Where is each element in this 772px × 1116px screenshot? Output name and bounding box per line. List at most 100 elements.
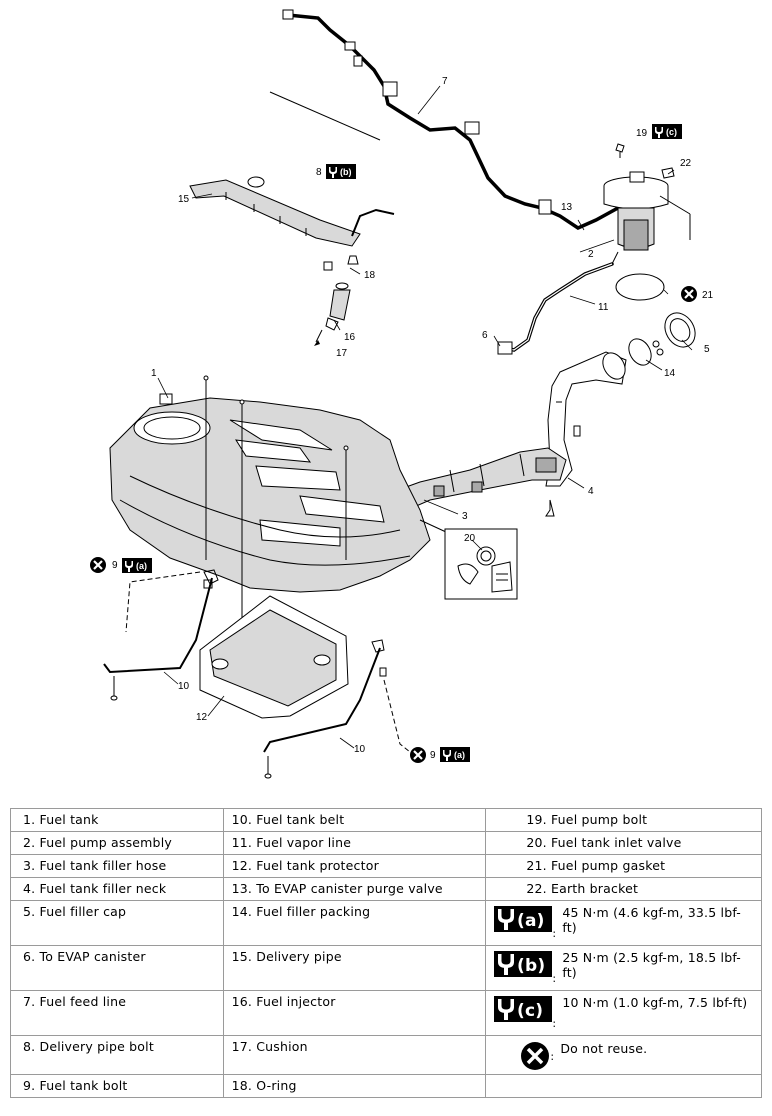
torque-value: 10 N·m (1.0 kgf-m, 7.5 lbf-ft) bbox=[562, 995, 748, 1010]
svg-text:(a): (a) bbox=[136, 561, 147, 571]
svg-text:(a): (a) bbox=[454, 750, 465, 760]
delivery-pipe bbox=[189, 176, 395, 271]
callout-9-right: 9 bbox=[430, 750, 436, 761]
legend-cell: 5. Fuel filler cap bbox=[10, 900, 224, 946]
no-reuse-symbol-21 bbox=[679, 284, 699, 304]
fuel-filler-cap bbox=[664, 312, 696, 348]
fuel-feed-line bbox=[282, 9, 642, 230]
legend-cell: 1. Fuel tank bbox=[10, 808, 224, 832]
fuel-tank-bolt-right bbox=[379, 667, 411, 753]
callout-19: 19 bbox=[636, 128, 648, 139]
torque-c-icon: (c) bbox=[494, 996, 553, 1022]
legend-cell: 8. Delivery pipe bolt bbox=[10, 1035, 224, 1075]
legend-cell: 6. To EVAP canister bbox=[10, 945, 224, 991]
torque-symbol-9-left: (a) bbox=[122, 558, 152, 573]
legend-cell: 17. Cushion bbox=[222, 1035, 487, 1075]
colon: : bbox=[550, 1050, 555, 1063]
legend-cell: 11. Fuel vapor line bbox=[222, 831, 487, 855]
callout-9-left: 9 bbox=[112, 560, 118, 571]
legend-cell: 12. Fuel tank protector bbox=[222, 854, 487, 878]
callout-12: 12 bbox=[196, 712, 208, 723]
legend-cell: 9. Fuel tank bolt bbox=[10, 1074, 224, 1098]
callout-11: 11 bbox=[598, 302, 609, 313]
callout-8: 8 bbox=[316, 167, 322, 178]
do-not-reuse-value: Do not reuse. bbox=[560, 1041, 648, 1056]
torque-b-icon: (b) bbox=[494, 951, 553, 977]
svg-text:(c): (c) bbox=[666, 127, 677, 137]
fuel-vapor-line bbox=[497, 262, 614, 355]
torque-spec: (a):45 N·m (4.6 kgf-m, 33.5 lbf-ft) bbox=[485, 900, 762, 946]
callout-3: 3 bbox=[462, 511, 468, 522]
legend-cell-empty bbox=[485, 1074, 762, 1098]
no-reuse-symbol-9-right bbox=[408, 745, 428, 765]
earth-bracket bbox=[661, 167, 675, 179]
legend-cell: 16. Fuel injector bbox=[222, 990, 487, 1036]
callout-21: 21 bbox=[702, 290, 714, 301]
legend-cell: 10. Fuel tank belt bbox=[222, 808, 487, 832]
callout-1: 1 bbox=[151, 368, 157, 379]
fuel-system-diagram: 1 2 3 4 5 6 7 8 9 9 10 10 11 12 13 14 15… bbox=[88, 9, 714, 779]
callout-10-left: 10 bbox=[178, 681, 190, 692]
legend-cell: 2. Fuel pump assembly bbox=[10, 831, 224, 855]
legend-cell: 15. Delivery pipe bbox=[222, 945, 487, 991]
callout-4: 4 bbox=[588, 486, 594, 497]
legend-cell: 14. Fuel filler packing bbox=[222, 900, 487, 946]
callout-2: 2 bbox=[588, 249, 594, 260]
fuel-tank-filler-hose bbox=[368, 447, 567, 515]
fuel-tank-bolt-left bbox=[125, 571, 213, 633]
legend-cell: 21. Fuel pump gasket bbox=[485, 854, 762, 878]
callout-5: 5 bbox=[704, 344, 710, 355]
colon: : bbox=[552, 1017, 557, 1030]
inlet-valve-inset bbox=[419, 519, 518, 600]
legend-cell: 19. Fuel pump bolt bbox=[485, 808, 762, 832]
no-reuse-symbol-9-left bbox=[88, 555, 108, 575]
fuel-filler-packing bbox=[628, 338, 664, 366]
fuel-pump-gasket bbox=[615, 273, 665, 301]
callout-18: 18 bbox=[364, 270, 376, 281]
colon: : bbox=[552, 972, 557, 985]
svg-text:(b): (b) bbox=[517, 956, 545, 976]
legend-cell: 13. To EVAP canister purge valve bbox=[222, 877, 487, 901]
torque-symbol-9-right: (a) bbox=[440, 747, 470, 762]
callout-7: 7 bbox=[442, 76, 448, 87]
legend-cell: 20. Fuel tank inlet valve bbox=[485, 831, 762, 855]
torque-spec: (b):25 N·m (2.5 kgf-m, 18.5 lbf-ft) bbox=[485, 945, 762, 991]
callout-14: 14 bbox=[664, 368, 676, 379]
legend-cell: 3. Fuel tank filler hose bbox=[10, 854, 224, 878]
do-not-reuse-spec: : Do not reuse. bbox=[485, 1035, 762, 1075]
legend-cell: 22. Earth bracket bbox=[485, 877, 762, 901]
legend-cell: 4. Fuel tank filler neck bbox=[10, 877, 224, 901]
colon: : bbox=[552, 927, 557, 940]
callout-16: 16 bbox=[344, 332, 356, 343]
legend-cell: 18. O-ring bbox=[222, 1074, 487, 1098]
fuel-tank-belt-right bbox=[263, 639, 385, 779]
callout-15: 15 bbox=[178, 194, 190, 205]
callout-6: 6 bbox=[482, 330, 488, 341]
leader-lines bbox=[157, 85, 693, 749]
fuel-tank bbox=[109, 375, 431, 620]
do-not-reuse-icon bbox=[521, 1042, 550, 1070]
callout-22: 22 bbox=[680, 158, 692, 169]
torque-value: 25 N·m (2.5 kgf-m, 18.5 lbf-ft) bbox=[562, 950, 741, 980]
fuel-pump-assembly bbox=[603, 171, 691, 265]
callout-10-right: 10 bbox=[354, 744, 366, 755]
torque-symbol-8: (b) bbox=[326, 164, 356, 179]
torque-value: 45 N·m (4.6 kgf-m, 33.5 lbf-ft) bbox=[562, 905, 741, 935]
torque-spec: (c):10 N·m (1.0 kgf-m, 7.5 lbf-ft) bbox=[485, 990, 762, 1036]
legend-cell: 7. Fuel feed line bbox=[10, 990, 224, 1036]
fuel-tank-filler-neck bbox=[545, 351, 627, 517]
torque-symbol-19: (c) bbox=[652, 124, 682, 139]
svg-text:(c): (c) bbox=[517, 1001, 543, 1021]
svg-text:(b): (b) bbox=[340, 167, 352, 177]
callout-20: 20 bbox=[464, 533, 476, 544]
torque-a-icon: (a) bbox=[494, 906, 553, 932]
svg-text:(a): (a) bbox=[517, 911, 545, 931]
